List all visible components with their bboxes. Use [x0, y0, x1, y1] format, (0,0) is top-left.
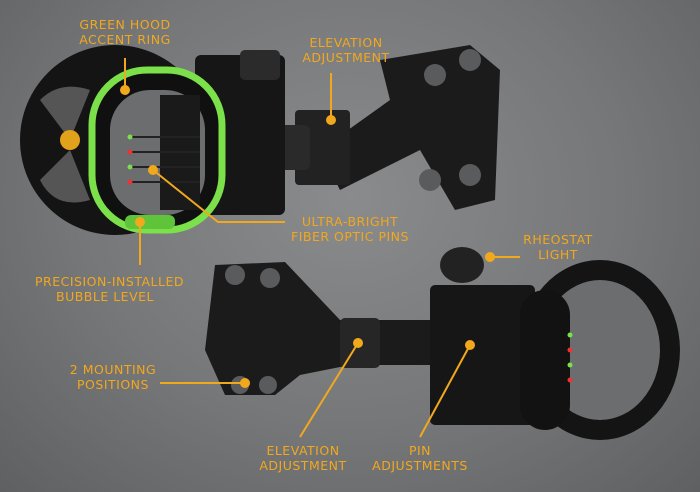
bottom-sight: [205, 247, 680, 440]
callout-line: ULTRA-BRIGHT: [301, 214, 399, 229]
callout-line: PRECISION-INSTALLED: [35, 274, 184, 289]
callout-line: ELEVATION: [266, 443, 340, 458]
callout-green-hood: GREEN HOOD ACCENT RING: [72, 17, 178, 47]
callout-line: BUBBLE LEVEL: [56, 289, 154, 304]
callout-dots: [120, 85, 495, 388]
callout-line: ADJUSTMENTS: [372, 458, 468, 473]
callout-line: ELEVATION: [309, 35, 383, 50]
callout-line: PIN: [408, 443, 432, 458]
leader-lines: [124, 58, 520, 438]
callout-line: FIBER OPTIC PINS: [291, 229, 409, 244]
callout-fiber-pins: ULTRA-BRIGHT FIBER OPTIC PINS: [285, 214, 415, 244]
callout-elevation-top: ELEVATION ADJUSTMENT: [290, 35, 402, 65]
callout-bubble-level: PRECISION-INSTALLED BUBBLE LEVEL: [35, 274, 184, 304]
callout-line: ACCENT RING: [79, 32, 171, 47]
top-sight: [20, 45, 500, 235]
callout-mounting: 2 MOUNTING POSITIONS: [68, 362, 158, 392]
callout-rheostat: RHEOSTAT LIGHT: [522, 232, 594, 262]
callout-line: GREEN HOOD: [79, 17, 171, 32]
callout-line: 2 MOUNTING: [69, 362, 157, 377]
callout-line: POSITIONS: [77, 377, 149, 392]
callout-line: ADJUSTMENT: [302, 50, 390, 65]
callout-line: LIGHT: [538, 247, 578, 262]
callout-line: ADJUSTMENT: [259, 458, 347, 473]
callout-line: RHEOSTAT: [523, 232, 593, 247]
callout-pin-adjust: PIN ADJUSTMENTS: [366, 443, 474, 473]
callout-elevation-bottom: ELEVATION ADJUSTMENT: [250, 443, 356, 473]
